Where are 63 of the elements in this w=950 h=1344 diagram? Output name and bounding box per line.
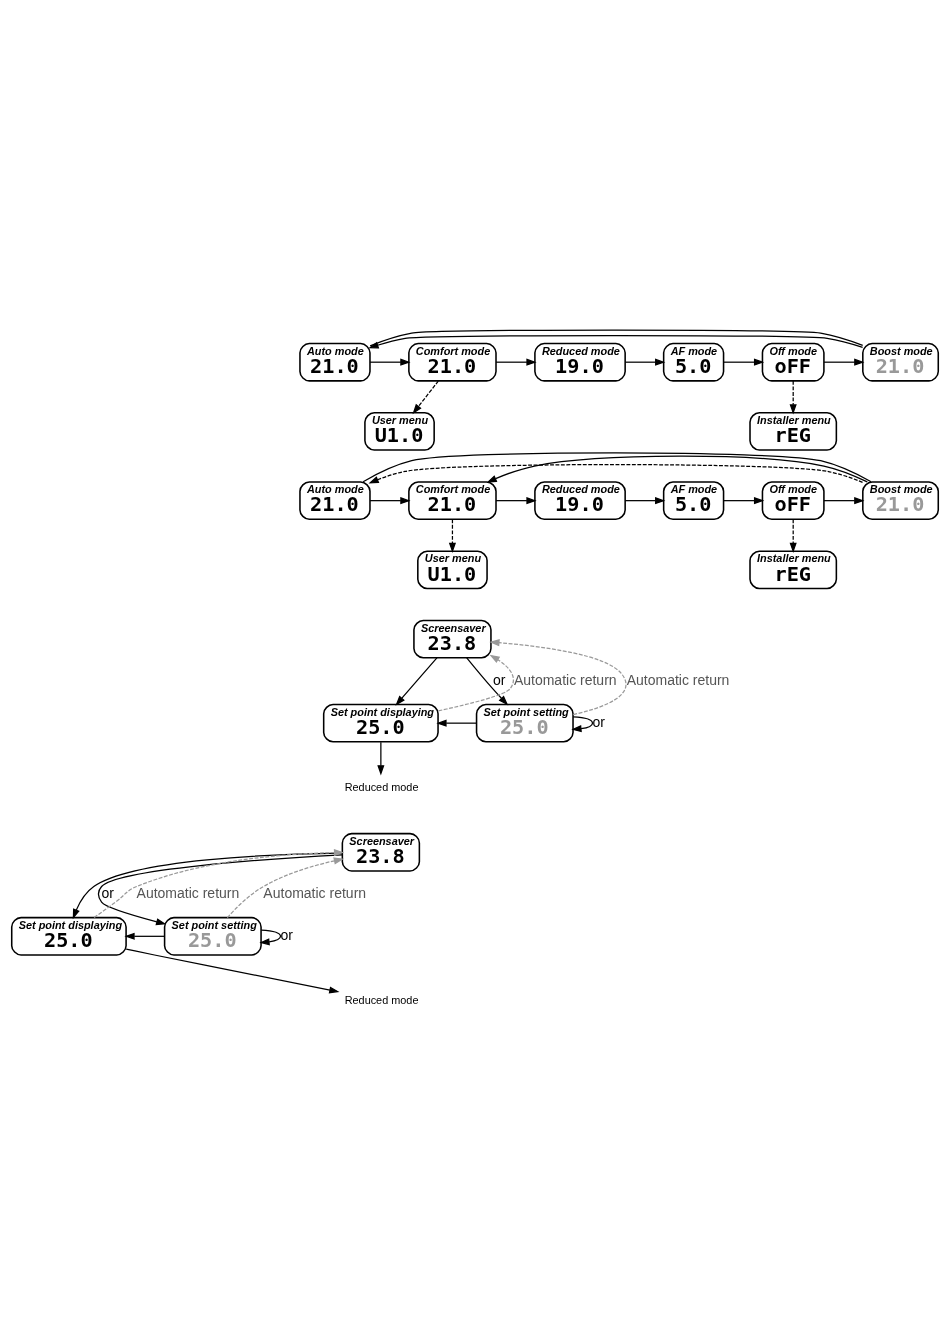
node-box: Auto mode 21.0 — [299, 342, 371, 382]
edge-label: Automatic return — [263, 884, 367, 901]
arrow — [823, 358, 865, 366]
edge-label: or — [101, 884, 115, 901]
node-box: Off mode oFF — [761, 342, 825, 382]
arrow — [125, 948, 340, 994]
arrow — [624, 358, 666, 366]
node-box: Set point displaying 25.0 — [322, 703, 439, 743]
arrow — [571, 715, 594, 732]
arrow — [723, 358, 765, 366]
arrow — [369, 358, 411, 366]
arrow — [377, 741, 385, 775]
arrow — [495, 496, 537, 504]
edge-label: or — [592, 713, 605, 730]
edge-label: or — [280, 926, 293, 943]
node-box: Boost mode 21.0 — [862, 342, 940, 382]
node-box: Installer menu rEG — [749, 411, 838, 451]
arrow — [789, 518, 797, 553]
node-box: User menu U1.0 — [364, 411, 435, 451]
arrow — [624, 496, 666, 504]
node-box: Auto mode 21.0 — [299, 480, 371, 520]
arrow — [97, 853, 343, 925]
node-box: Set point setting 25.0 — [163, 916, 262, 956]
node-box: Comfort mode 21.0 — [408, 480, 497, 520]
node-box: AF mode 5.0 — [662, 342, 725, 382]
edge-label: Automatic return — [626, 671, 730, 688]
node-box: Off mode oFF — [761, 480, 825, 520]
arrow — [437, 654, 515, 711]
arrow — [368, 463, 864, 483]
arrow — [823, 496, 865, 504]
arrow — [495, 358, 537, 366]
node-box: Installer menu rEG — [749, 549, 838, 589]
node-box: Comfort mode 21.0 — [408, 342, 497, 382]
node-box: AF mode 5.0 — [662, 480, 725, 520]
edge-label: or — [492, 671, 506, 688]
node-box: Set point displaying 25.0 — [10, 916, 127, 956]
arrow — [486, 455, 868, 483]
arrow — [259, 928, 282, 945]
node-text: Reduced mode — [344, 780, 419, 793]
arrow — [466, 656, 509, 706]
arrow — [436, 719, 478, 727]
arrow — [368, 334, 864, 348]
node-box: Set point setting 25.0 — [475, 703, 574, 743]
node-text: Reduced mode — [344, 993, 419, 1006]
arrow — [369, 496, 411, 504]
node-box: Reduced mode 19.0 — [534, 480, 626, 520]
arrow — [124, 932, 166, 940]
node-box: Screensaver 23.8 — [341, 832, 421, 872]
arrow — [489, 638, 627, 715]
connector — [369, 329, 864, 346]
arrow — [789, 379, 797, 415]
arrow — [412, 379, 439, 414]
edge-label: Automatic return — [513, 671, 617, 688]
arrow — [226, 856, 345, 918]
node-box: Boost mode 21.0 — [862, 480, 940, 520]
arrow — [395, 656, 438, 706]
node-box: Reduced mode 19.0 — [534, 342, 626, 382]
node-box: Screensaver 23.8 — [413, 619, 492, 659]
arrow — [448, 518, 457, 553]
node-box: User menu U1.0 — [417, 549, 488, 589]
connector — [362, 451, 872, 482]
arrow — [723, 496, 765, 504]
edge-label: Automatic return — [136, 884, 240, 901]
